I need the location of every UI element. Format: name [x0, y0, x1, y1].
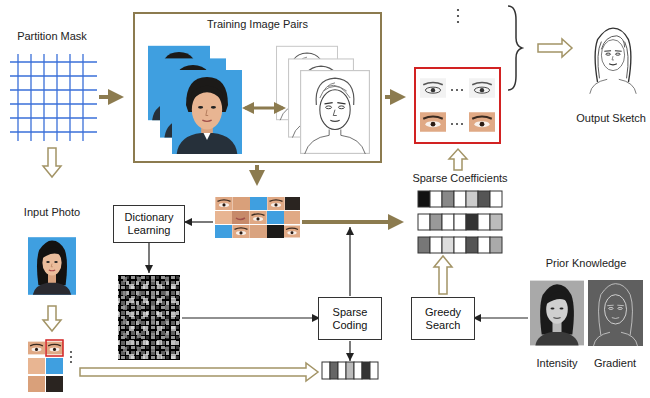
box-label: Sparse Coding	[319, 306, 381, 332]
text-label: Gradient	[594, 357, 636, 370]
text-label: Output Sketch	[576, 112, 646, 125]
process-box: Dictionary Learning	[113, 205, 185, 243]
text-label: Prior Knowledge	[546, 257, 627, 270]
box-label: Dictionary Learning	[114, 211, 184, 237]
partition-grid	[10, 54, 97, 141]
text-label: Partition Mask	[17, 30, 87, 43]
process-box: Sparse Coding	[318, 297, 382, 340]
text-label: Intensity	[537, 357, 578, 370]
group-heading: Training Image Pairs	[204, 18, 311, 31]
group-frame: Training Image Pairs	[133, 12, 382, 163]
text-label: Sparse Coefficients	[412, 172, 507, 185]
process-box: Greedy Search	[411, 297, 475, 340]
text-label: Input Photo	[24, 206, 80, 219]
box-label: Greedy Search	[412, 306, 474, 332]
